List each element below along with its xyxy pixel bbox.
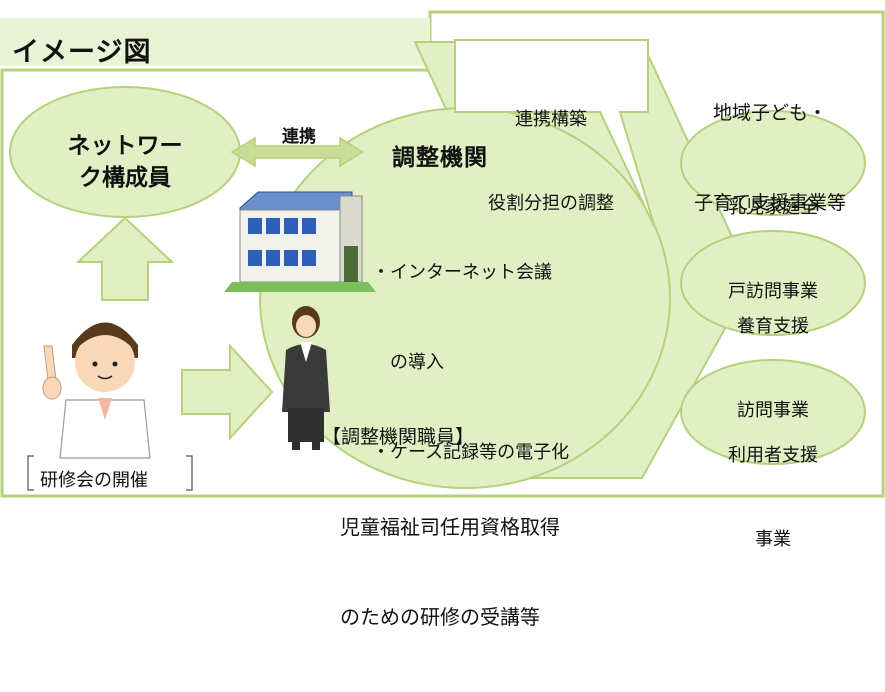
staff-woman-icon — [282, 306, 330, 450]
diagram-shapes — [0, 10, 885, 498]
staff-detail-2: のための研修の受講等 — [340, 605, 540, 629]
program-oval-2 — [680, 230, 866, 336]
programs-header: 地域子ども・ 子育て支援事業等 — [665, 38, 875, 278]
callout-line-1: 連携構築 — [515, 109, 587, 130]
trainer-icon — [42, 322, 151, 459]
training-bracket-right — [186, 455, 193, 491]
training-label: 研修会の開催 — [40, 470, 148, 491]
program-oval-1 — [680, 110, 866, 216]
callout-bubble — [454, 39, 656, 229]
measure-line-2: の導入 — [372, 352, 444, 373]
up-arrow — [75, 216, 175, 301]
network-members-label: ネットワー ク構成員 — [67, 133, 183, 191]
staff-detail-1: 児童福祉司任用資格取得 — [340, 515, 560, 539]
coordinating-body-name: 調整機関 — [392, 145, 488, 171]
staff-section: 【調整機関職員】 児童福祉司任用資格取得 のための研修の受講等 — [322, 362, 560, 692]
program-label-3: 利用者支援 事業 — [683, 386, 863, 610]
coordinating-measures: ・インターネット会議 の導入 ・ケース記録等の電子化 — [372, 198, 569, 528]
callout-text: 連携構築 役割分担の調整 — [466, 50, 636, 274]
program-2-line-1: 養育支援 — [737, 316, 809, 337]
measure-line-1: ・インターネット会議 — [372, 262, 552, 283]
program-label-2: 養育支援 訪問事業 — [683, 257, 863, 481]
program-1-line-1: 乳児家庭全 — [728, 197, 818, 218]
programs-header-line-1: 地域子ども・ — [712, 102, 827, 124]
program-3-line-1: 利用者支援 — [728, 445, 818, 466]
program-3-line-2: 事業 — [755, 529, 791, 550]
callout-line-2: 役割分担の調整 — [488, 193, 614, 214]
training-bracket-left — [27, 455, 34, 491]
diagram-canvas: イメージ図 ネットワー ク構成員 連携 調整機関 ・インターネット会議 の導入 … — [0, 10, 885, 629]
program-label-1: 乳児家庭全 戸訪問事業 — [683, 138, 863, 362]
link-double-arrow — [230, 136, 365, 168]
program-2-line-2: 訪問事業 — [737, 400, 809, 421]
program-1-line-2: 戸訪問事業 — [728, 281, 818, 302]
measure-line-3: ・ケース記録等の電子化 — [372, 442, 570, 463]
staff-title: 【調整機関職員】 — [322, 426, 475, 448]
diagram-title: イメージ図 — [12, 37, 152, 68]
title-band — [0, 18, 430, 66]
program-oval-3 — [680, 359, 866, 465]
right-arrow — [181, 343, 274, 441]
building-icon — [224, 191, 376, 292]
link-label: 連携 — [282, 127, 316, 147]
programs-header-line-2: 子育て支援事業等 — [693, 192, 846, 214]
